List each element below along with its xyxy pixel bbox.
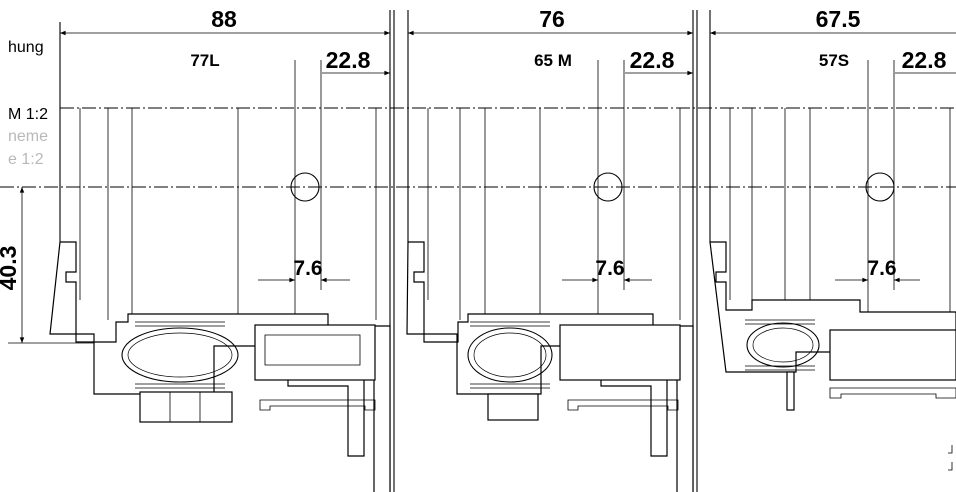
height-dimension-value: 40.3 — [0, 246, 21, 291]
side-note-2: M 1:2 — [8, 106, 48, 123]
profile-label-57s: 57S — [819, 51, 849, 70]
width-67-5: 67.5 — [816, 6, 861, 32]
profile-label-65m: 65 M — [534, 51, 572, 70]
profile-label-77l: 77L — [190, 51, 219, 70]
profile-77l: 88 77L 22.8 7.6 — [49, 6, 395, 492]
gap-7-6-c: 7.6 — [867, 257, 896, 280]
width-88: 88 — [211, 6, 237, 32]
offset-22-8-b: 22.8 — [630, 47, 675, 73]
offset-22-8-a: 22.8 — [326, 47, 371, 73]
profile-57s: 67.5 57S 22.8 7.6 — [709, 6, 956, 471]
side-note-3: neme — [8, 128, 48, 145]
gap-7-6-a: 7.6 — [293, 257, 322, 280]
side-note-4: e 1:2 — [8, 151, 44, 168]
gap-7-6-b: 7.6 — [595, 257, 624, 280]
offset-22-8-c: 22.8 — [902, 47, 947, 73]
profile-65m: 76 65 M 22.8 7.6 — [406, 6, 698, 492]
width-76: 76 — [539, 6, 565, 32]
pivot-circle — [290, 172, 320, 202]
side-note-1: hung — [8, 39, 44, 56]
